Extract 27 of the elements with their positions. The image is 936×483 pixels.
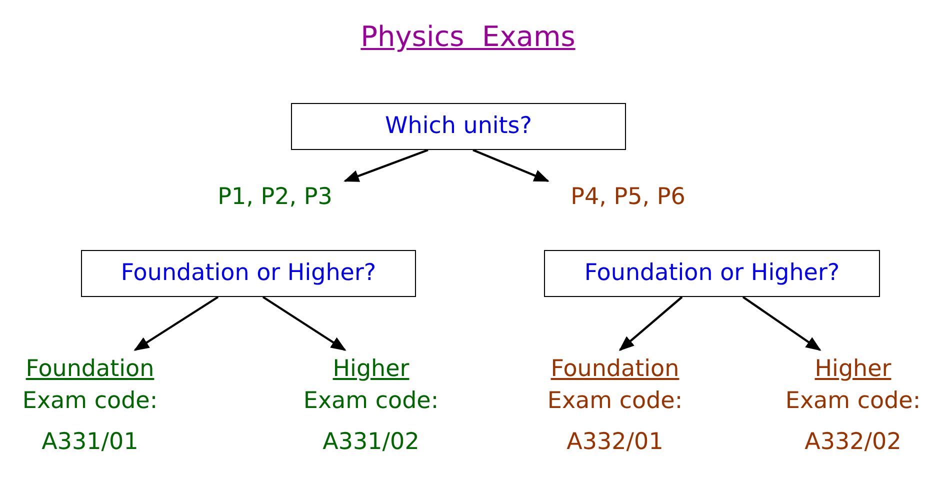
question-box xyxy=(81,250,416,297)
question-text: Foundation or Higher? xyxy=(584,260,840,288)
question-box xyxy=(544,250,880,297)
arrow xyxy=(262,296,346,351)
exam-code-label: Exam code: xyxy=(785,388,921,416)
unit-list: P1, P2, P3 xyxy=(218,184,332,212)
question-text: Which units? xyxy=(385,112,532,140)
exam-code: A332/02 xyxy=(804,429,902,457)
arrow xyxy=(472,148,550,182)
question-box xyxy=(291,103,626,150)
unit-list: P4, P5, P6 xyxy=(570,184,686,212)
arrow xyxy=(742,296,822,351)
arrow xyxy=(344,148,428,182)
arrow xyxy=(618,296,683,351)
tier-heading: Foundation xyxy=(550,356,680,384)
exam-code: A331/01 xyxy=(42,429,138,457)
tier-heading: Foundation xyxy=(26,356,154,384)
exam-code-label: Exam code: xyxy=(303,388,439,416)
exam-code: A331/02 xyxy=(322,429,420,457)
tier-heading: Higher xyxy=(814,356,892,384)
question-text: Foundation or Higher? xyxy=(120,260,376,288)
exam-code-label: Exam code: xyxy=(22,388,158,416)
exam-code: A332/01 xyxy=(566,429,664,457)
title: Physics Exams xyxy=(360,20,576,53)
tier-heading: Higher xyxy=(332,356,410,384)
arrow xyxy=(134,296,219,351)
exam-code-label: Exam code: xyxy=(547,388,683,416)
